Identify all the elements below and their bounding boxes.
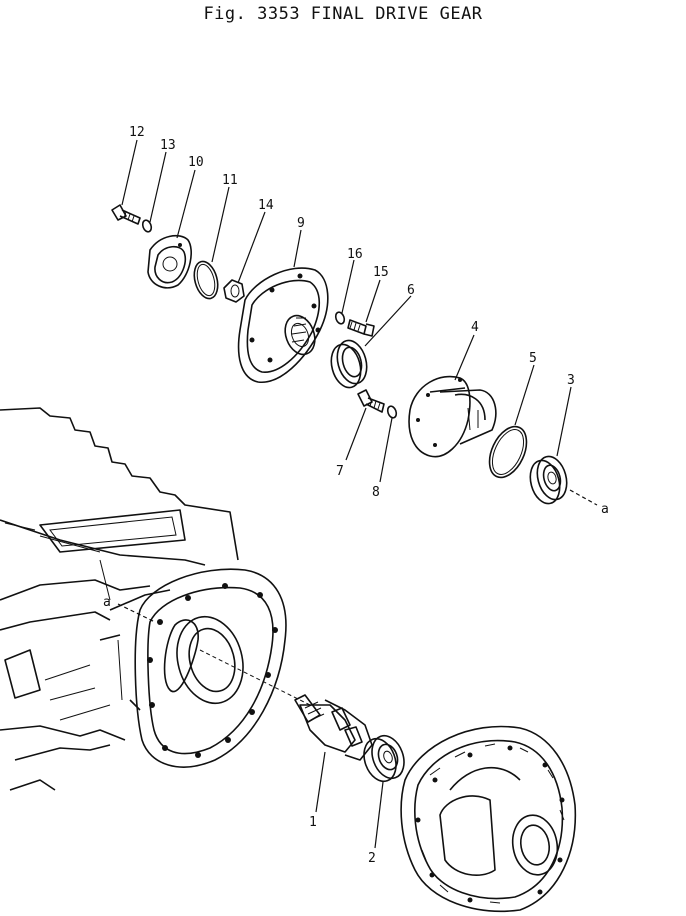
bolt-part-7 (357, 389, 385, 413)
callout-16: 16 (347, 247, 363, 262)
washer-part-13 (141, 219, 153, 233)
plate-part-10 (147, 234, 192, 289)
bearing-part-3 (529, 455, 568, 505)
o-ring-part-11 (193, 260, 219, 300)
oil-seal-part-6 (330, 339, 368, 389)
figure-title: Fig. 3353 FINAL DRIVE GEAR (203, 4, 483, 24)
reference-marker-right: a (601, 502, 609, 517)
callout-14: 14 (258, 198, 274, 213)
callout-6: 6 (407, 283, 415, 298)
callout-4: 4 (471, 320, 479, 335)
callout-5: 5 (529, 351, 537, 366)
callout-10: 10 (188, 155, 204, 170)
reference-marker-left: a (103, 595, 111, 610)
leader-lines (117, 139, 598, 849)
bolt-part-12 (111, 204, 141, 225)
cage-part-9 (237, 267, 329, 383)
pinion-shaft-part-1 (199, 649, 373, 761)
carrier-part-4 (408, 375, 497, 458)
o-ring-part-5 (488, 425, 528, 479)
callout-15: 15 (373, 265, 389, 280)
callout-8: 8 (372, 485, 380, 500)
callout-1: 1 (309, 815, 317, 830)
washer-part-16 (334, 311, 346, 325)
nut-part-14 (223, 279, 245, 303)
washer-part-8 (386, 405, 398, 419)
callout-3: 3 (567, 373, 575, 388)
callout-labels: 12 13 10 11 14 9 16 15 6 4 5 3 7 8 1 2 a… (103, 125, 609, 866)
bolt-part-15 (347, 319, 375, 337)
callout-7: 7 (336, 464, 344, 479)
callout-9: 9 (297, 216, 305, 231)
callout-13: 13 (160, 138, 176, 153)
callout-11: 11 (222, 173, 238, 188)
callout-12: 12 (129, 125, 145, 140)
bearing-part-2 (363, 734, 405, 783)
final-drive-case (400, 725, 577, 913)
transmission-housing (0, 407, 287, 791)
callout-2: 2 (368, 851, 376, 866)
